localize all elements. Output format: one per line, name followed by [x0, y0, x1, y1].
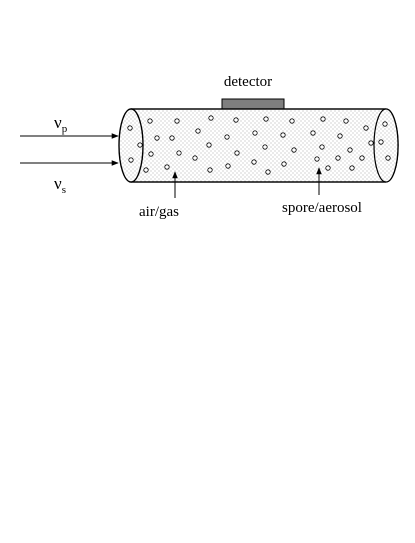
- cylinder-right-cap: [373, 108, 399, 183]
- spore-particle: [363, 125, 369, 131]
- spore-aerosol-label: spore/aerosol: [282, 200, 362, 216]
- spore-particle: [320, 116, 326, 122]
- spore-particle: [281, 161, 287, 167]
- spore-particle: [147, 118, 153, 124]
- spore-particle: [378, 139, 384, 145]
- spore-particle: [347, 147, 353, 153]
- spore-particle: [176, 150, 182, 156]
- stokes-symbol: ν: [54, 174, 62, 193]
- spore-particle: [385, 155, 391, 161]
- spore-particle: [143, 167, 149, 173]
- spore-particle: [382, 121, 388, 127]
- spore-particle: [225, 163, 231, 169]
- spore-particle: [291, 147, 297, 153]
- spore-particle: [195, 128, 201, 134]
- spore-particle: [252, 130, 258, 136]
- spore-particle: [148, 151, 154, 157]
- detector-block: [221, 98, 285, 110]
- spore-particle: [337, 133, 343, 139]
- spore-particle: [127, 125, 133, 131]
- spore-particle: [368, 140, 374, 146]
- spore-particle: [310, 130, 316, 136]
- spore-particle: [154, 135, 160, 141]
- spore-particle: [262, 144, 268, 150]
- spore-particle: [343, 118, 349, 124]
- spore-particle: [251, 159, 257, 165]
- spore-particle: [265, 169, 271, 175]
- spore-particle: [192, 155, 198, 161]
- spore-particle: [174, 118, 180, 124]
- spore-particle: [325, 165, 331, 171]
- pump-symbol: ν: [54, 113, 62, 132]
- spore-particle: [233, 117, 239, 123]
- spore-particle: [349, 165, 355, 171]
- spore-particle: [164, 164, 170, 170]
- cylinder-left-cap: [118, 108, 144, 183]
- spore-particle: [128, 157, 134, 163]
- spore-particle: [169, 135, 175, 141]
- spore-particle: [234, 150, 240, 156]
- spore-particle: [208, 115, 214, 121]
- pump-frequency-label: νp: [54, 113, 68, 135]
- spore-particle: [280, 132, 286, 138]
- air-gas-label: air/gas: [139, 204, 179, 220]
- spore-particle: [289, 118, 295, 124]
- spore-particle: [359, 155, 365, 161]
- spore-particle: [206, 142, 212, 148]
- pump-subscript: p: [62, 123, 68, 135]
- spore-particle: [263, 116, 269, 122]
- spore-particle: [314, 156, 320, 162]
- spore-particles: [127, 115, 391, 175]
- spore-particle: [335, 155, 341, 161]
- spore-particle: [207, 167, 213, 173]
- spore-particle: [224, 134, 230, 140]
- detector-label: detector: [224, 74, 272, 90]
- stokes-frequency-label: νs: [54, 174, 66, 196]
- spore-particle: [319, 144, 325, 150]
- spore-particle: [137, 142, 143, 148]
- stokes-subscript: s: [62, 184, 66, 196]
